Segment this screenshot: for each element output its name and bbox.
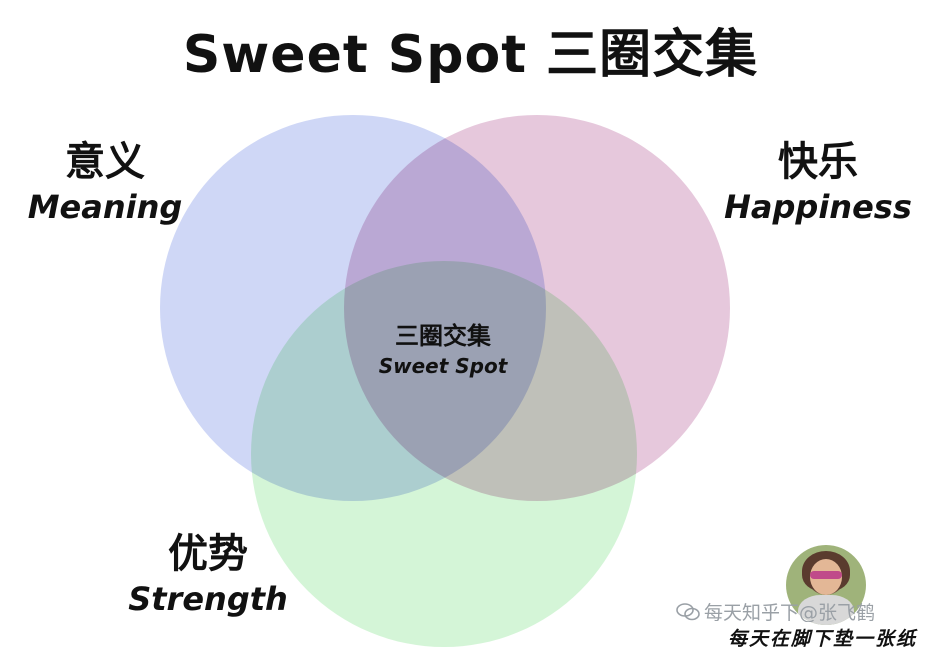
watermark-text: 每天知乎下@张飞鹤 [704,602,876,622]
center-label-en: Sweet Spot [378,354,508,378]
happiness-label: 快乐 Happiness [718,138,918,228]
strength-label-en: Strength [128,580,288,618]
meaning-label: 意义 Meaning [20,138,190,228]
wechat-icon [676,603,700,621]
meaning-label-zh: 意义 [65,139,145,185]
avatar [786,545,866,625]
center-label: 三圈交集 Sweet Spot [343,320,543,380]
happiness-label-en: Happiness [724,188,912,226]
strength-label: 优势 Strength [118,530,298,620]
center-label-zh: 三圈交集 [395,322,491,350]
happiness-label-zh: 快乐 [778,139,858,185]
strength-label-zh: 优势 [168,531,248,577]
meaning-label-en: Meaning [27,188,183,226]
tagline: 每天在脚下垫一张纸 [728,628,918,650]
page-title: Sweet Spot 三圈交集 [182,25,759,85]
watermark: 每天知乎下@张飞鹤 [676,598,931,622]
strength-circle [251,261,637,647]
